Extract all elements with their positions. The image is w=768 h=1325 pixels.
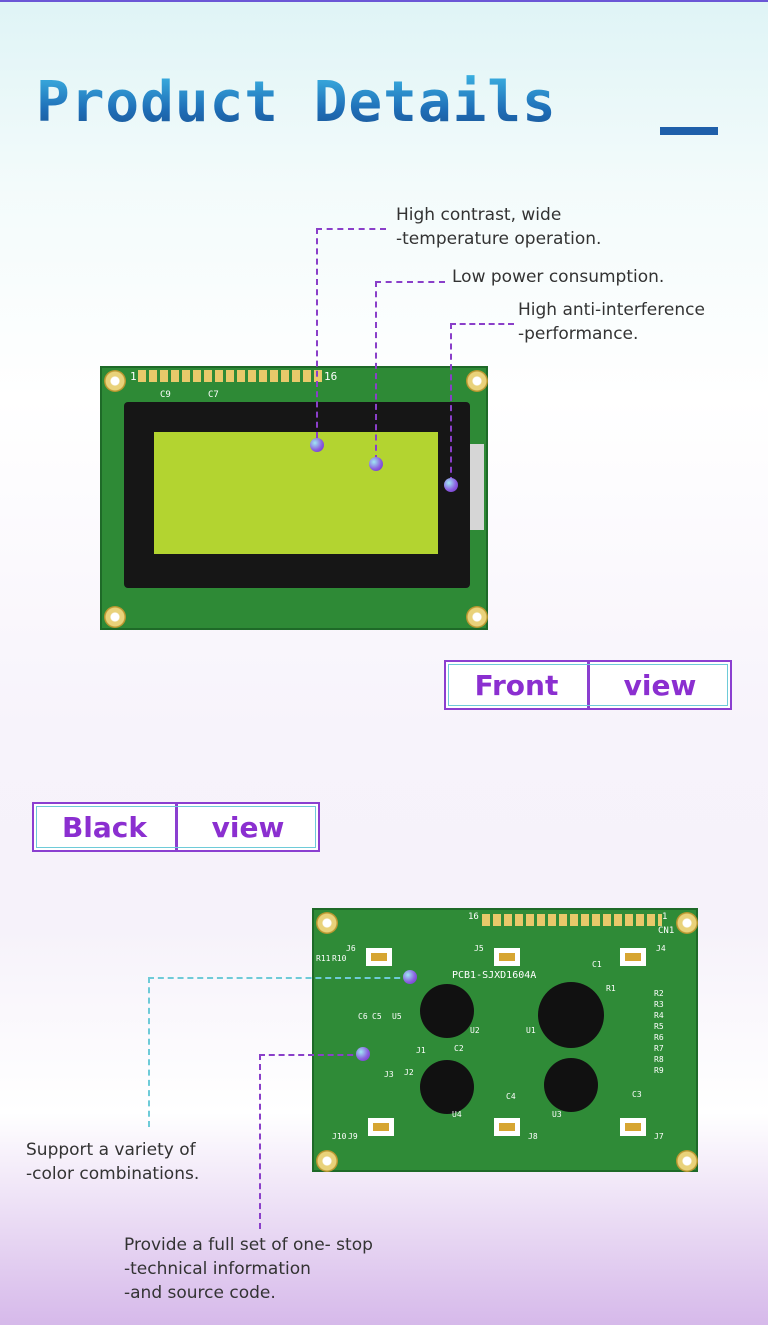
r1-label: R1 [606,984,616,993]
mount-hole [104,370,126,392]
mount-hole [676,912,698,934]
callout-support: Provide a full set of one- stop -technic… [124,1233,373,1305]
callout-interference-line1: High anti-interference [518,300,705,320]
leader-line [316,228,386,230]
chip-u4 [420,1060,474,1114]
leader-line [148,977,150,1127]
back-view-tag-left: Black [61,810,148,844]
chip-u1 [538,982,604,1048]
lcd-front-board: 1 16 C9 C7 [100,366,488,630]
leader-line [450,323,452,483]
back-pin-end-label: 1 [662,912,668,922]
lcd-bezel [124,402,470,588]
mount-hole [316,912,338,934]
back-view-tag-right: view [211,810,285,844]
leader-line [259,1054,261,1229]
callout-interference-line2: -performance. [518,324,639,344]
callout-contrast-line1: High contrast, wide [396,205,562,225]
back-pin-start-label: 16 [468,912,479,922]
leader-line [375,281,445,283]
jumper-pad [620,948,646,966]
lcd-screen [154,432,438,554]
leader-line [148,977,410,979]
j1-label: J1 [416,1046,426,1055]
tag-divider [587,662,590,708]
callout-color-line1: Support a variety of [26,1140,196,1160]
callout-color-line2: -color combinations. [26,1164,200,1184]
callout-color: Support a variety of -color combinations… [26,1138,199,1186]
mount-hole [466,370,488,392]
j5-label: J5 [474,944,484,953]
c3-label: C3 [632,1090,642,1099]
front-view-tag-left: Front [474,668,559,702]
u3-label: U3 [552,1110,562,1119]
title-accent-bar [660,127,718,135]
j9-label: J9 [348,1132,358,1141]
callout-power: Low power consumption. [452,265,664,289]
front-view-tag: Front view [444,660,732,710]
callout-support-line1: Provide a full set of one- stop [124,1235,373,1255]
jumper-pad [368,1118,394,1136]
u4-label: U4 [452,1110,462,1119]
callout-dot [403,970,417,984]
header-pins [482,914,662,926]
c2-label: C2 [454,1044,464,1053]
front-view-tag-right: view [623,668,697,702]
c6-label: C6 [358,1012,368,1021]
c1-label: C1 [592,960,602,969]
top-border [0,0,768,2]
lcd-back-board: 16 1 CN1 PCB1-SJXD1604A U2 U1 U4 U3 J6 J… [312,908,698,1172]
r10-label: R10 [332,954,347,963]
jumper-pad [494,948,520,966]
cn1-label: CN1 [658,926,675,936]
leader-line [450,323,514,325]
resistor-list-label: R2 R3 R4 R5 R6 R7 R8 R9 [654,989,664,1075]
page-title: Product Details [36,70,557,135]
u5-label: U5 [392,1012,402,1021]
callout-support-line3: -and source code. [124,1283,276,1303]
mount-hole [676,1150,698,1172]
board-name-label: PCB1-SJXD1604A [452,970,537,981]
callout-support-line2: -technical information [124,1259,311,1279]
c5-label: C5 [372,1012,382,1021]
jumper-pad [620,1118,646,1136]
u1-label: U1 [526,1026,536,1035]
leader-line [375,281,377,461]
mount-hole [316,1150,338,1172]
back-view-tag: Black view [32,802,320,852]
pin-end-label: 16 [324,370,338,383]
jumper-pad [366,948,392,966]
header-pins [138,370,322,382]
callout-contrast: High contrast, wide -temperature operati… [396,203,601,251]
j6-label: J6 [346,944,356,953]
r11-label: R11 [316,954,331,963]
j7-label: J7 [654,1132,664,1141]
c9-label: C9 [160,390,171,400]
j4-label: J4 [656,944,666,953]
side-connector [470,444,484,530]
callout-power-line1: Low power consumption. [452,267,665,287]
callout-interference: High anti-interference -performance. [518,298,705,346]
callout-contrast-line2: -temperature operation. [396,229,602,249]
j8-label: J8 [528,1132,538,1141]
j10-label: J10 [332,1132,347,1141]
leader-line [316,228,318,438]
callout-dot [444,478,458,492]
j3-label: J3 [384,1070,394,1079]
c7-label: C7 [208,390,219,400]
chip-u3 [544,1058,598,1112]
leader-line [259,1054,363,1056]
mount-hole [104,606,126,628]
tag-divider [175,804,178,850]
callout-dot [369,457,383,471]
chip-u2 [420,984,474,1038]
mount-hole [466,606,488,628]
pin-start-label: 1 [130,370,137,383]
callout-dot [356,1047,370,1061]
jumper-pad [494,1118,520,1136]
callout-dot [310,438,324,452]
c4-label: C4 [506,1092,516,1101]
j2-label: J2 [404,1068,414,1077]
u2-label: U2 [470,1026,480,1035]
